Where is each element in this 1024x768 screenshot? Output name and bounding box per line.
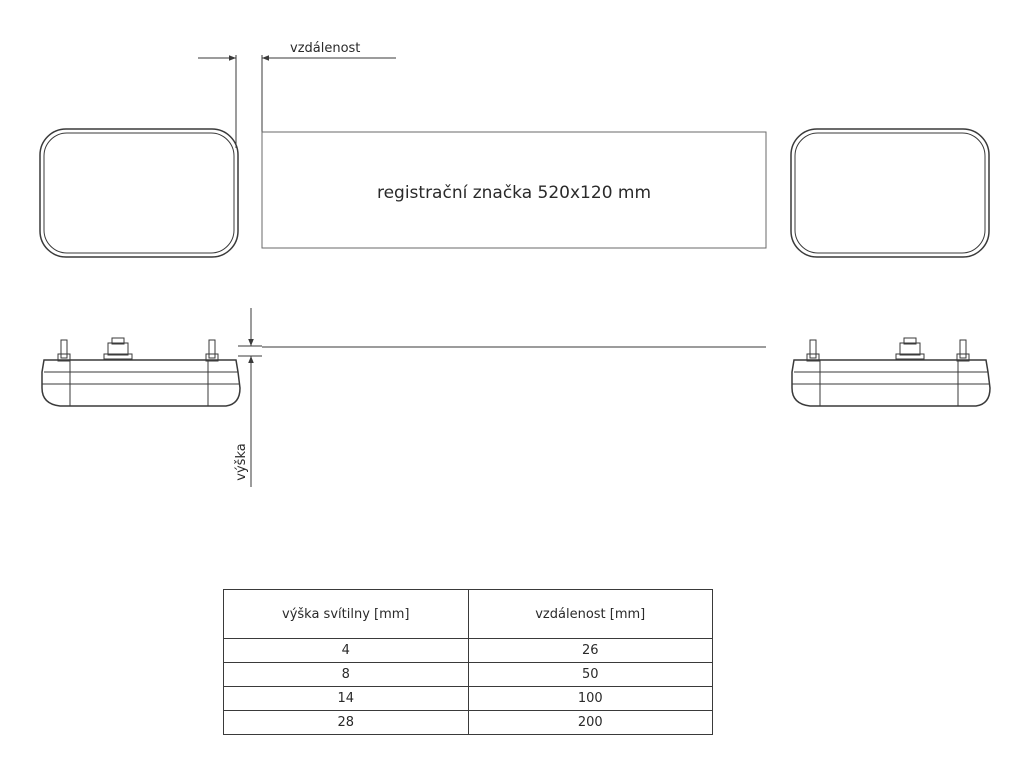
table-row: 8 50	[223, 662, 713, 687]
table-cell-distance: 26	[467, 638, 713, 663]
table-cell-height: 8	[223, 662, 469, 687]
right-lamp-side-view	[791, 337, 991, 407]
table-cell-height: 28	[223, 710, 469, 735]
license-plate	[261, 131, 767, 249]
table-cell-height: 4	[223, 638, 469, 663]
table-cell-distance: 50	[467, 662, 713, 687]
table-row: 14 100	[223, 686, 713, 711]
table-header-row: výška svítilny [mm] vzdálenost [mm]	[223, 589, 713, 639]
table-cell-distance: 100	[467, 686, 713, 711]
height-label: výška	[234, 443, 249, 480]
height-distance-table: výška svítilny [mm] vzdálenost [mm] 4 26…	[223, 589, 713, 735]
plate-label: registrační značka 520x120 mm	[377, 183, 651, 203]
table-cell-distance: 200	[467, 710, 713, 735]
right-lamp-front-view	[790, 128, 990, 258]
left-lamp-side-view	[41, 337, 241, 407]
table-header-distance: vzdálenost [mm]	[467, 589, 713, 639]
distance-dimension	[198, 55, 396, 148]
table-row: 28 200	[223, 710, 713, 735]
left-lamp-front-view	[39, 128, 239, 258]
height-dimension	[238, 308, 766, 487]
table-cell-height: 14	[223, 686, 469, 711]
table-row: 4 26	[223, 638, 713, 663]
distance-label: vzdálenost	[290, 41, 360, 56]
table-header-height: výška svítilny [mm]	[223, 589, 469, 639]
